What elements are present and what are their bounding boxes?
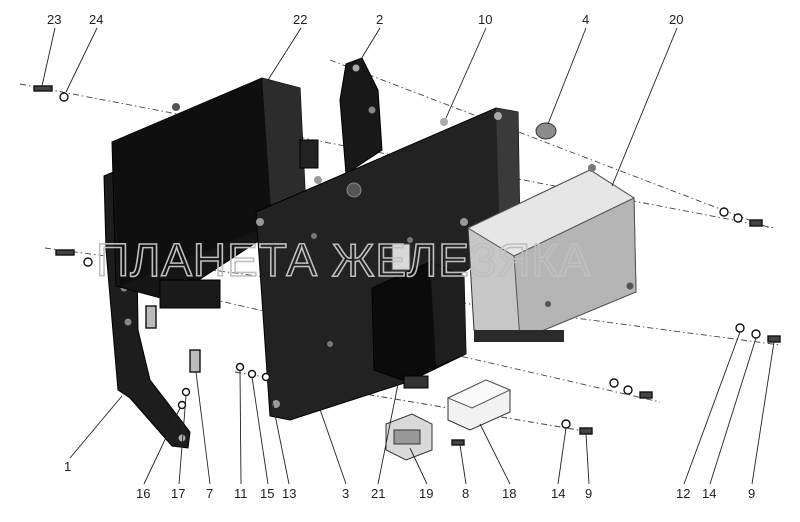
callout-18: 18 <box>502 486 516 501</box>
callout-9b: 9 <box>748 486 755 501</box>
callout-14b: 14 <box>702 486 716 501</box>
fasteners <box>33 85 781 446</box>
callout-3: 3 <box>342 486 349 501</box>
unit-20 <box>466 164 637 342</box>
callout-10: 10 <box>478 12 492 27</box>
callout-9a: 9 <box>585 486 592 501</box>
callout-16: 16 <box>136 486 150 501</box>
relay-18 <box>446 379 512 431</box>
callout-2: 2 <box>376 12 383 27</box>
callout-20: 20 <box>669 12 683 27</box>
callout-1: 1 <box>64 459 71 474</box>
socket-19 <box>385 413 433 461</box>
callout-labels: 23 24 22 2 10 4 20 1 16 17 7 11 15 13 3 … <box>47 12 755 501</box>
mounting-plate-3 <box>255 107 521 421</box>
callout-7: 7 <box>206 486 213 501</box>
callout-13: 13 <box>282 486 296 501</box>
callout-24: 24 <box>89 12 103 27</box>
callout-11: 11 <box>234 486 248 501</box>
callout-15: 15 <box>260 486 274 501</box>
block-21 <box>371 243 467 389</box>
callout-17: 17 <box>171 486 185 501</box>
callout-12: 12 <box>676 486 690 501</box>
callout-14a: 14 <box>551 486 565 501</box>
watermark: ПЛАНЕТА ЖЕЛЕЗЯКА <box>96 234 591 286</box>
callout-8: 8 <box>462 486 469 501</box>
leader-lines <box>41 27 775 485</box>
cap-4 <box>535 122 557 140</box>
callout-19: 19 <box>419 486 433 501</box>
callout-21: 21 <box>371 486 385 501</box>
bracket-2 <box>339 57 383 175</box>
callout-22: 22 <box>293 12 307 27</box>
callout-4: 4 <box>582 12 589 27</box>
callout-23: 23 <box>47 12 61 27</box>
